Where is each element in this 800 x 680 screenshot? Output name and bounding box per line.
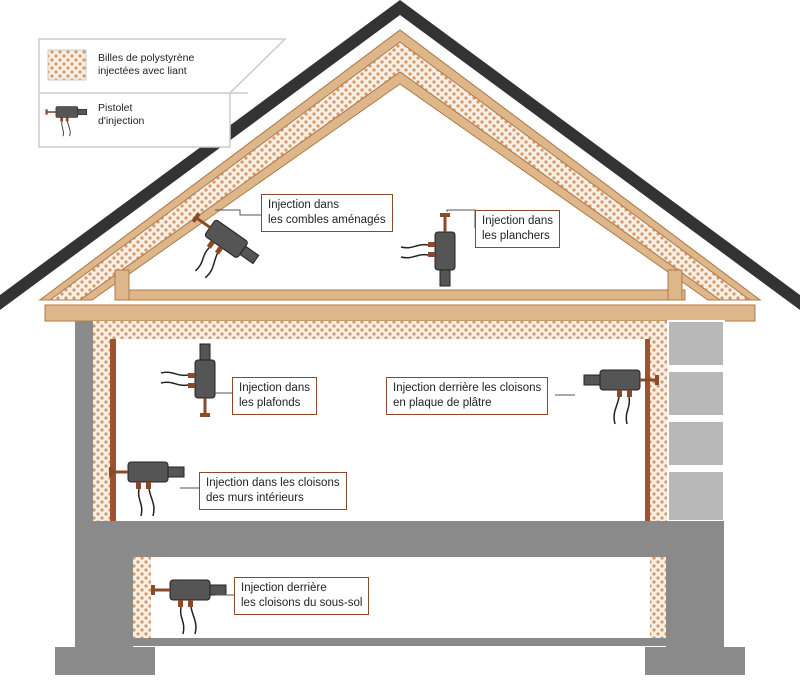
- callout-platre: Injection derrière les cloisons en plaqu…: [386, 377, 549, 415]
- callout-combles-line1: Injection dans: [268, 199, 339, 211]
- footing-left: [55, 647, 155, 675]
- beads-swatch: [47, 49, 87, 81]
- callout-planchers-line1: Injection dans: [482, 215, 553, 227]
- wall-left: [75, 321, 93, 521]
- attic-post-right: [667, 269, 683, 301]
- basement-floor: [133, 638, 666, 646]
- callout-platre-line1: Injection derrière les cloisons: [393, 382, 542, 394]
- attic-beam: [114, 289, 686, 301]
- footing-right: [645, 647, 745, 675]
- legend: Billes de polystyrène injectées avec lia…: [38, 38, 286, 148]
- callout-planchers: Injection dans les planchers: [475, 210, 560, 248]
- callout-soussol: Injection derrière les cloisons du sous-…: [234, 577, 370, 615]
- basement-wall-left: [75, 557, 133, 647]
- floor-slab: [75, 521, 724, 557]
- callout-combles: Injection dans les combles aménagés: [261, 194, 393, 232]
- ceiling-insulation: [93, 321, 668, 339]
- callout-plafonds: Injection dans les plafonds: [232, 377, 317, 415]
- insulation-left: [93, 321, 111, 521]
- callout-interieurs-line1: Injection dans les cloisons: [206, 477, 340, 489]
- gun-interieurs: [107, 460, 186, 518]
- callout-platre-line2: en plaque de plâtre: [393, 397, 492, 409]
- callout-plafonds-line2: les plafonds: [239, 397, 301, 409]
- legend-beads-label: Billes de polystyrène injectées avec lia…: [98, 52, 194, 78]
- legend-beads-line1: Billes de polystyrène: [98, 52, 195, 64]
- callout-plafonds-line1: Injection dans: [239, 382, 310, 394]
- legend-gun-line2: d'injection: [98, 115, 145, 127]
- insulation-right: [650, 339, 668, 521]
- interior-stud-right: [645, 339, 650, 521]
- callout-combles-line2: les combles aménagés: [268, 214, 386, 226]
- gun-plafonds: [159, 342, 217, 419]
- basement-wall-right: [666, 557, 724, 647]
- rafter-inner: [78, 71, 722, 301]
- gun-planchers: [399, 211, 457, 288]
- basement-insulation-right: [650, 557, 666, 642]
- callout-soussol-line1: Injection derrière: [241, 582, 327, 594]
- legend-frame: [38, 38, 286, 148]
- leader-planchers: [446, 209, 476, 228]
- callout-interieurs-line2: des murs intérieurs: [206, 492, 304, 504]
- legend-gun-label: Pistolet d'injection: [98, 102, 144, 128]
- callout-interieurs: Injection dans les cloisons des murs int…: [199, 472, 347, 510]
- block-wall-right: [667, 320, 725, 522]
- legend-gun-line1: Pistolet: [98, 102, 133, 114]
- basement-insulation-left: [133, 557, 151, 642]
- legend-beads-line2: injectées avec liant: [98, 65, 187, 77]
- leader-combles: [215, 209, 261, 216]
- attic-post-left: [114, 269, 130, 301]
- rafter-outer: [38, 29, 762, 301]
- callout-planchers-line2: les planchers: [482, 230, 550, 242]
- callout-soussol-line2: les cloisons du sous-sol: [241, 597, 363, 609]
- floor-joist: [44, 304, 756, 322]
- gun-soussol: [149, 578, 228, 636]
- interior-stud-left: [110, 339, 116, 521]
